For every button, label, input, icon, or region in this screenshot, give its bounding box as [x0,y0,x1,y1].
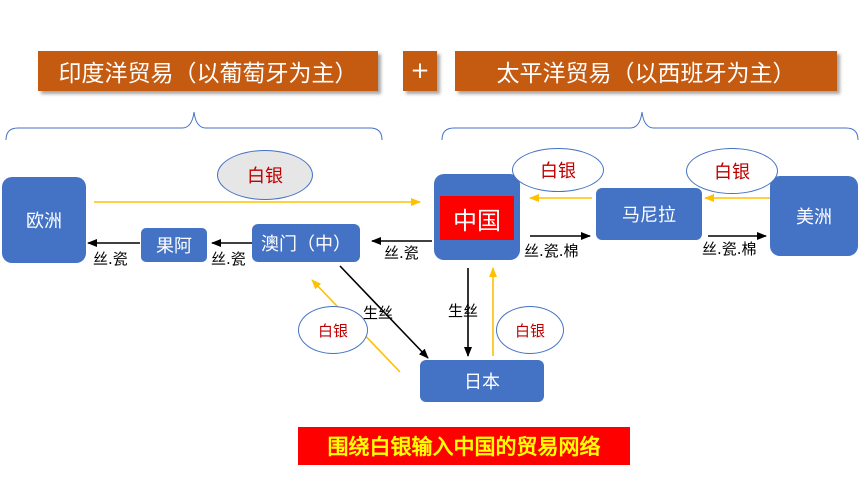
brace-right [441,111,859,141]
node-macau: 澳门（中） [252,224,360,262]
node-americas: 美洲 [770,176,858,256]
silver-label-europe-china: 白银 [217,150,313,200]
footer-title: 围绕白银输入中国的贸易网络 [298,427,630,465]
goods-label-manila-americas: 丝.瓷.棉 [702,240,757,258]
goods-label-macau-japan: 生丝 [363,304,394,322]
node-manila: 马尼拉 [596,188,702,240]
goods-label-china-macau: 丝.瓷 [384,244,419,262]
node-goa: 果阿 [141,228,207,262]
arrow-goods-macau-japan [339,265,429,359]
goods-label-china-japan: 生丝 [448,302,479,320]
node-japan: 日本 [420,360,544,402]
header-plus-sign: + [403,51,437,91]
silver-label-americas-manila: 白银 [686,148,778,194]
silver-label-japan-china: 白银 [496,306,564,354]
header-pacific-trade: 太平洋贸易（以西班牙为主） [455,51,837,91]
node-china-container: 中国 [434,174,520,260]
silver-label-manila-china: 白银 [512,148,604,192]
goods-label-goa-europe: 丝.瓷 [93,250,128,268]
node-china: 中国 [440,196,514,240]
node-europe: 欧洲 [2,177,86,263]
goods-label-macau-goa: 丝.瓷 [211,250,246,268]
brace-left [5,111,383,141]
header-indian-ocean-trade: 印度洋贸易（以葡萄牙为主） [38,51,378,91]
silver-label-japan-macau: 白银 [298,306,368,354]
goods-label-china-manila: 丝.瓷.棉 [524,242,579,260]
